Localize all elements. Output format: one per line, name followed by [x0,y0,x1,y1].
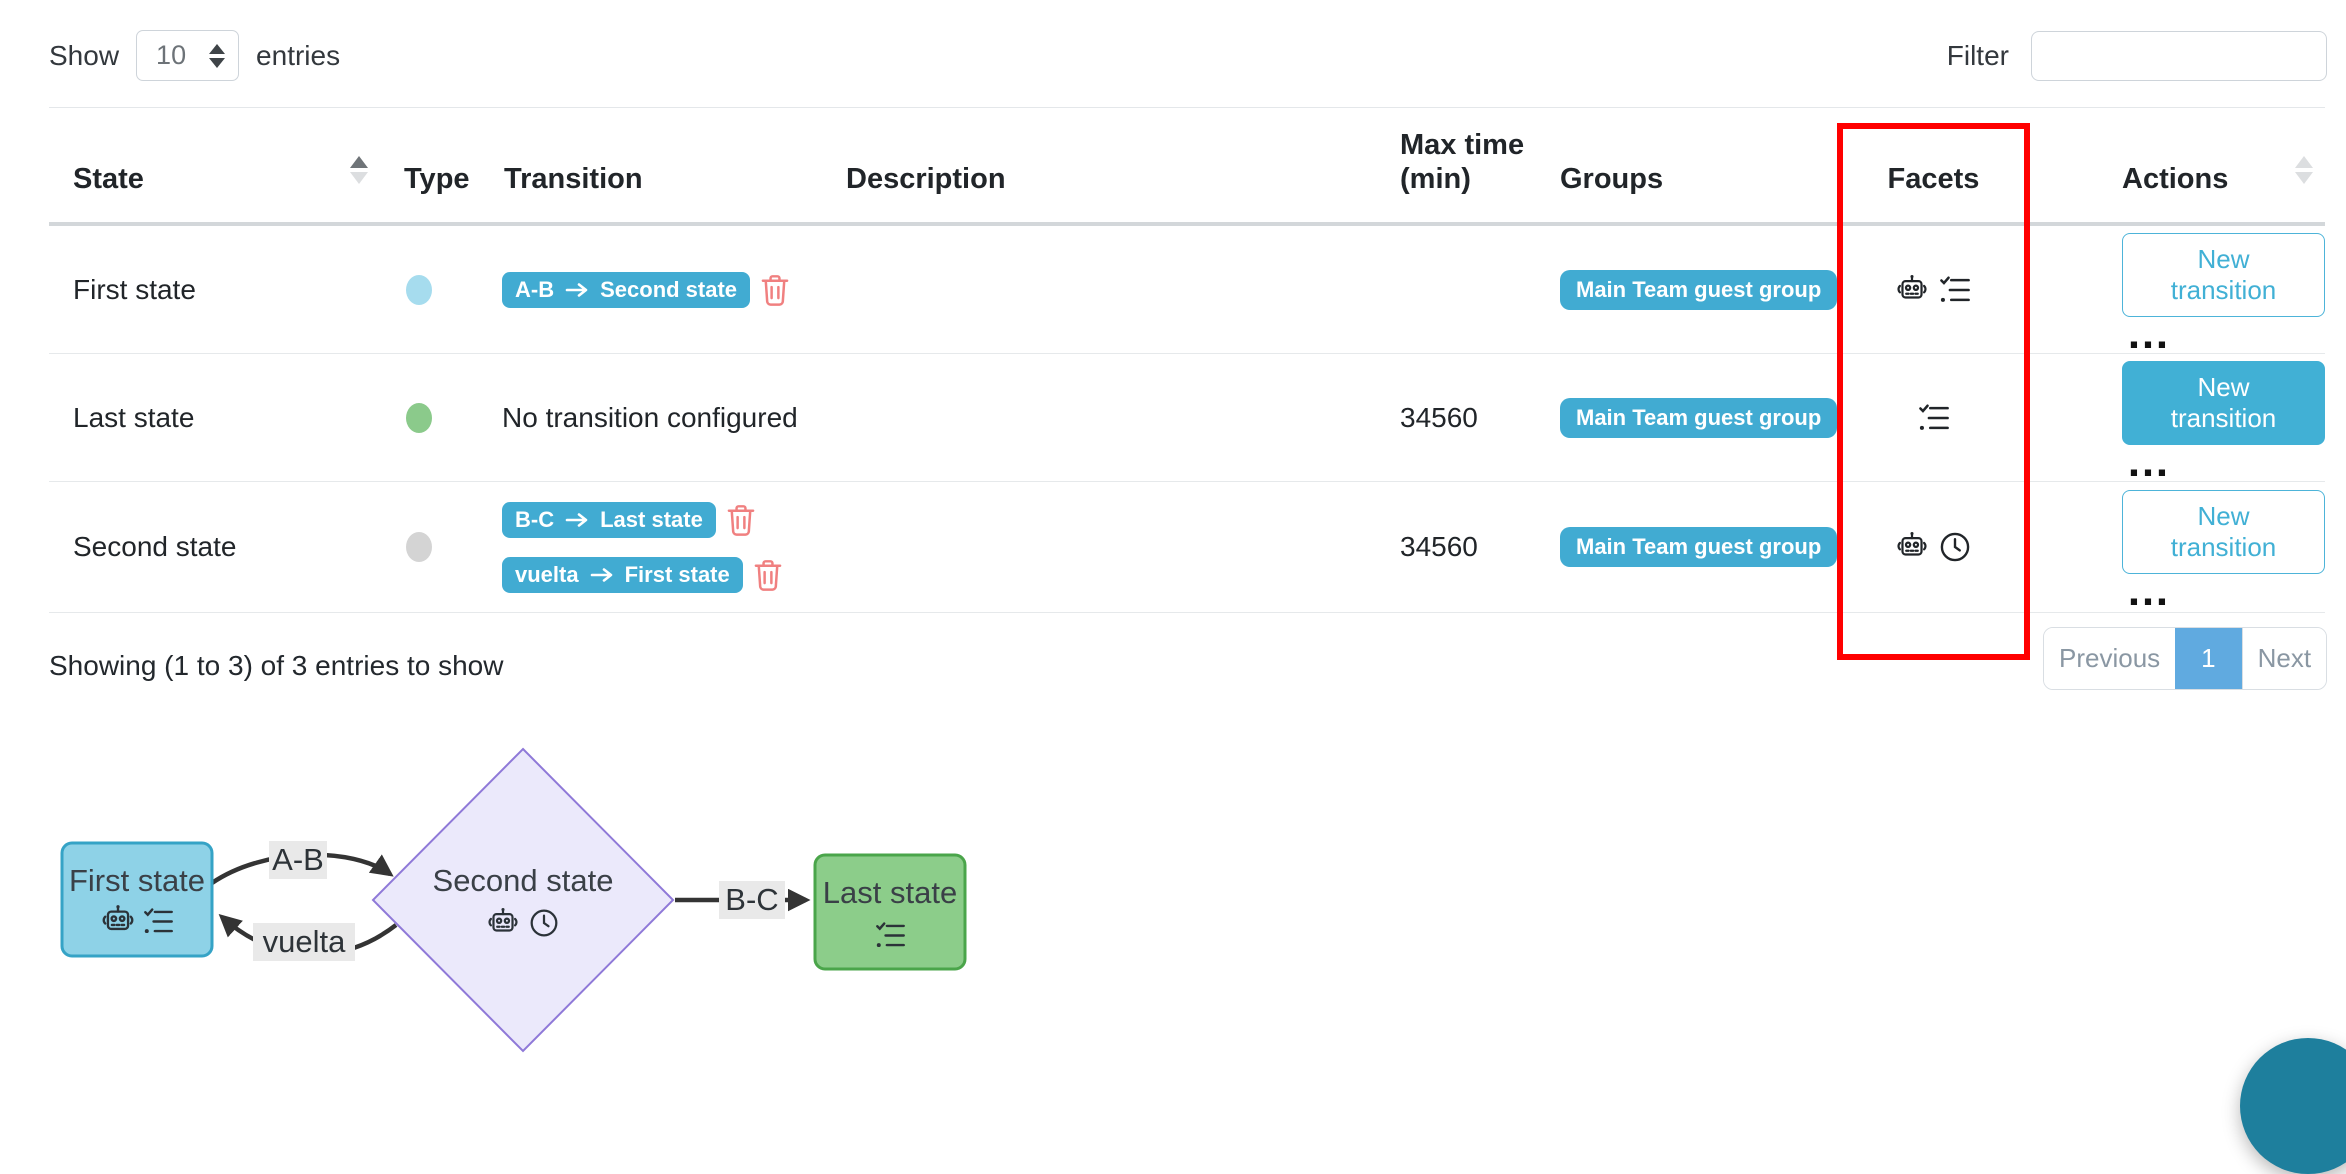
delete-transition-icon[interactable] [752,556,784,594]
svg-text:A-B: A-B [272,842,324,877]
edge-label-b-c: B-C [719,881,785,919]
facets-column-highlight [1837,123,2030,660]
header-description: Description [846,162,1006,195]
delete-transition-icon[interactable] [725,501,757,539]
header-transition: Transition [504,162,643,195]
state-name: Last state [73,401,195,433]
page-size-select[interactable]: 10 [136,30,240,81]
type-dot [406,532,432,562]
groups-cell: Main Team guest group [1536,354,1838,481]
table-header-row: State Type Transition Description Max ti… [49,108,2325,226]
description-cell [822,226,1382,353]
actions-cell: New transition … [2030,226,2325,358]
more-actions-menu[interactable]: … [2126,566,2172,615]
showing-entries-text: Showing (1 to 3) of 3 entries to show [49,650,504,681]
diagram-node-second-state[interactable]: Second state [371,747,675,1053]
diagram-node-first-state[interactable]: First state [60,841,214,958]
entries-label: entries [256,39,341,71]
group-badge: Main Team guest group [1560,269,1838,310]
header-facets: Facets [1887,162,1980,195]
states-table: State Type Transition Description Max ti… [49,107,2325,613]
max-time-cell: 34560 [1400,531,1478,562]
svg-text:B-C: B-C [725,882,778,917]
transition-badge: A-B Second state [502,271,751,308]
group-badge: Main Team guest group [1560,397,1838,438]
arrow-right-icon [590,567,612,582]
header-max-time: Max time (min) [1400,128,1525,195]
header-groups: Groups [1560,162,1664,195]
state-type-cell [380,482,480,612]
max-time-cell: 34560 [1400,401,1478,433]
type-dot [406,402,432,433]
sort-actions-icon[interactable] [2295,156,2313,184]
filter-label: Filter [1946,39,2009,71]
state-name: First state [73,273,196,305]
transition-cell: A-B Second state [480,226,822,353]
filter-input[interactable] [2031,30,2327,81]
groups-cell: Main Team guest group [1536,482,1838,612]
arrow-right-icon [565,512,588,527]
actions-cell: New transition … [2030,482,2325,615]
svg-text:Last state: Last state [823,875,957,910]
svg-text:First state: First state [69,863,205,898]
pagination-next[interactable]: Next [2241,628,2327,689]
more-actions-menu[interactable]: … [2126,308,2172,358]
table-controls: Show 10 entries Filter [49,30,2327,81]
state-name: Second state [73,531,237,562]
sort-state-icon[interactable] [350,156,368,184]
more-actions-menu[interactable]: … [2126,436,2172,486]
actions-cell: New transition … [2030,354,2325,486]
diagram-node-last-state[interactable]: Last state [813,853,967,971]
type-dot [406,274,432,305]
transition-badge: vuelta First state [502,556,743,593]
delete-transition-icon[interactable] [759,271,791,309]
pagination-previous[interactable]: Previous [2044,628,2176,689]
page-size-control: Show 10 entries [49,30,340,81]
svg-text:Second state: Second state [433,863,614,898]
new-transition-button[interactable]: New transition [2122,232,2325,317]
workflow-diagram: A-B vuelta B-C First state Second state … [60,747,967,1053]
svg-text:vuelta: vuelta [263,924,346,959]
table-row: Second state B-C Last state [49,482,2325,613]
transition-badge: B-C Last state [502,501,716,538]
groups-cell: Main Team guest group [1536,226,1838,353]
edge-label-a-b: A-B [269,841,327,879]
header-actions[interactable]: Actions [2030,108,2325,222]
table-row: Last state No transition configured 3456… [49,354,2325,486]
new-transition-button[interactable]: New transition [2122,360,2325,445]
max-time-cell [1382,226,1536,353]
select-stepper-icon [209,43,226,68]
description-cell [822,354,1382,481]
transition-cell: B-C Last state vuelta First sta [480,482,822,612]
pagination: Previous 1 Next [2043,627,2328,690]
header-state[interactable]: State [49,108,380,222]
state-type-cell [380,354,480,481]
page-size-value: 10 [156,40,187,70]
transition-cell: No transition configured [480,354,822,481]
floating-action-button[interactable] [2240,1038,2346,1174]
arrow-right-icon [565,282,588,297]
group-badge: Main Team guest group [1560,527,1838,567]
show-label: Show [49,39,120,71]
no-transition-text: No transition configured [502,401,798,433]
filter-control: Filter [1946,30,2327,81]
header-type: Type [404,162,470,195]
pagination-page-1[interactable]: 1 [2175,628,2242,689]
table-row: First state A-B Second state [49,226,2325,358]
description-cell [822,482,1382,612]
new-transition-button[interactable]: New transition [2122,490,2325,574]
state-type-cell [380,226,480,353]
edge-label-vuelta: vuelta [253,923,355,961]
